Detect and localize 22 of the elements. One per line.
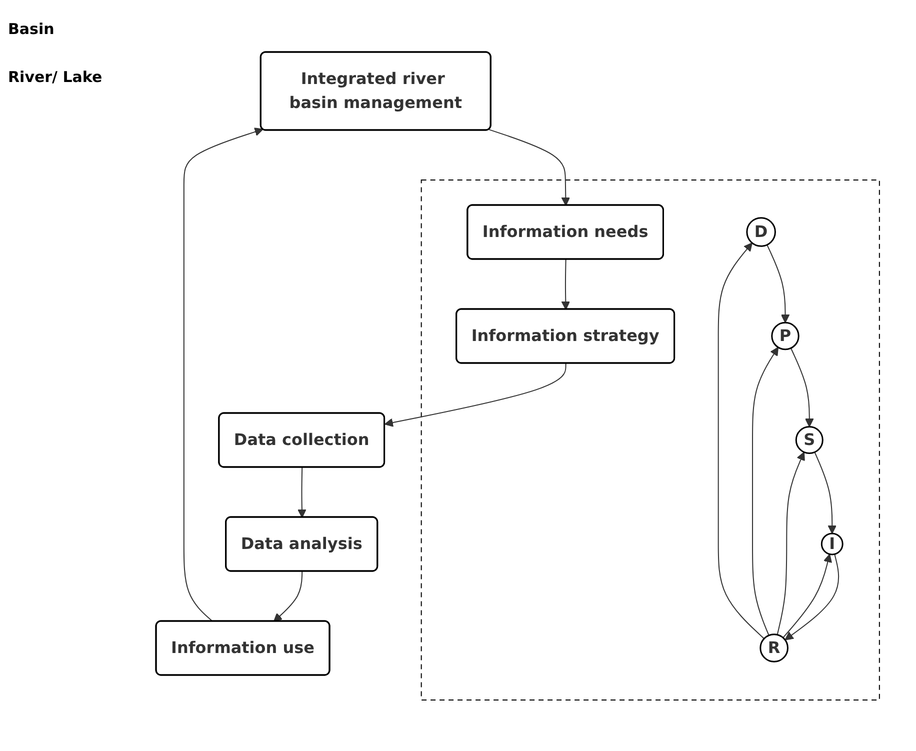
arrow (718, 242, 765, 639)
arrow (184, 127, 264, 622)
arrow (814, 451, 837, 534)
node-circle: P (771, 321, 800, 350)
arrow (777, 451, 806, 635)
arrow (488, 128, 570, 206)
arrow (298, 466, 307, 518)
arrow (782, 553, 832, 638)
arrow (790, 347, 814, 427)
arrow (562, 258, 570, 310)
region-label: River/ Lake (8, 68, 104, 86)
cluster (421, 179, 880, 700)
node-circle: R (760, 633, 789, 662)
arrow (752, 346, 779, 636)
arrow (766, 244, 790, 323)
arrow (784, 553, 840, 640)
node-circle: S (796, 425, 824, 454)
arrow (274, 570, 303, 622)
arrow (384, 362, 567, 426)
region-label: Basin (8, 20, 56, 38)
node-circle: I (821, 532, 844, 555)
node-circle: D (746, 216, 776, 246)
